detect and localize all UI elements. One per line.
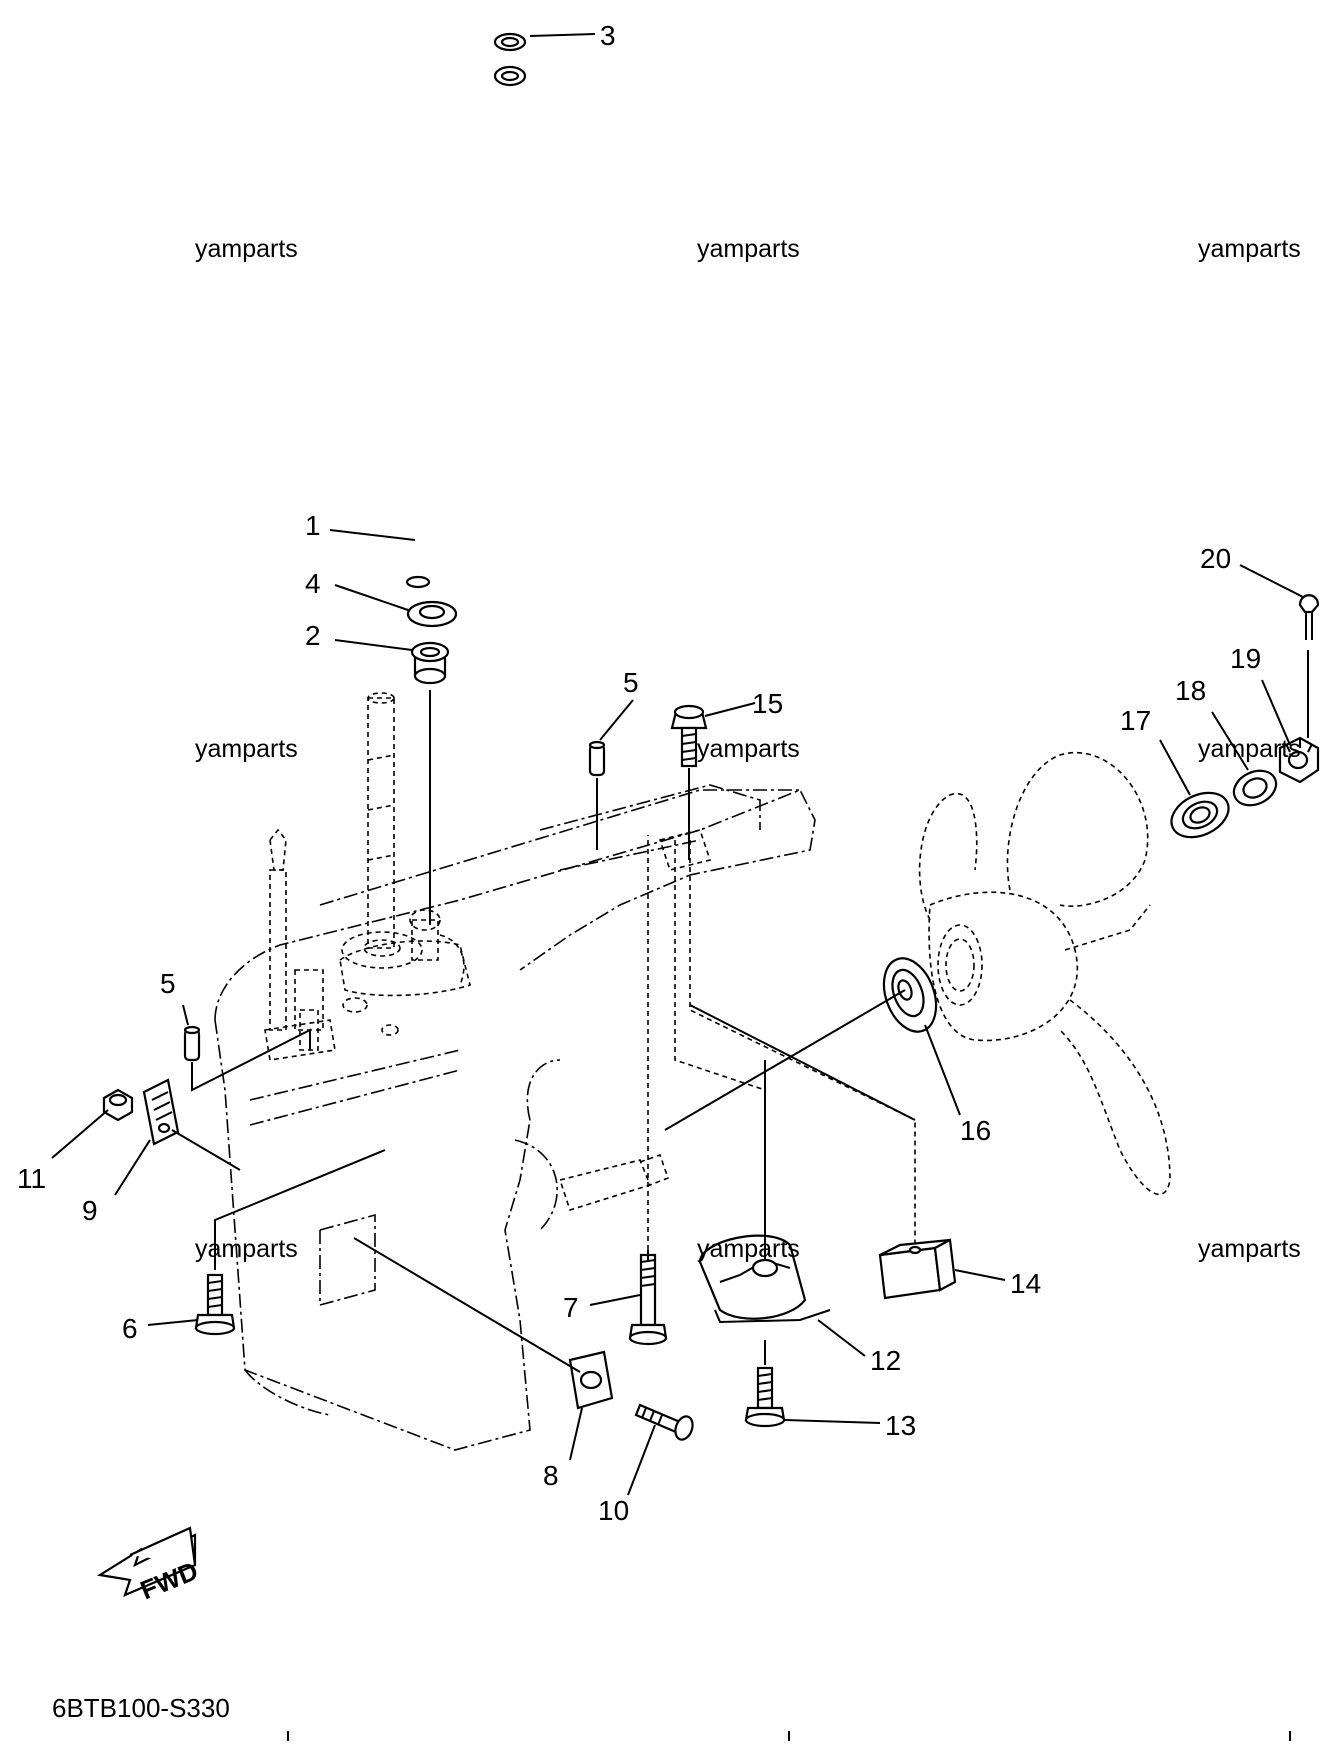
watermark: yamparts <box>697 235 800 263</box>
part-4-seal <box>406 600 458 628</box>
assembly-lines <box>171 650 1309 1373</box>
part-2-grommet <box>410 641 450 685</box>
callout-2: 2 <box>305 620 321 651</box>
callout-13: 13 <box>885 1410 916 1441</box>
page-ticks <box>287 1731 1291 1741</box>
part-3-grommet <box>493 32 527 52</box>
callout-5-lower: 5 <box>160 968 176 999</box>
part-7-bolt <box>628 1253 668 1346</box>
part-5-dowel-pin-upper <box>588 740 606 777</box>
part-14-anode-block <box>878 1238 957 1300</box>
callout-19: 19 <box>1230 643 1261 674</box>
water-pipe <box>405 65 527 589</box>
watermarks: yamparts yamparts yamparts yamparts yamp… <box>195 235 1301 1263</box>
part-18-washer <box>1232 769 1278 807</box>
watermark: yamparts <box>697 735 800 763</box>
part-15-bolt <box>670 704 708 768</box>
diagram-code: 6BTB100-S330 <box>52 1693 230 1723</box>
watermark: yamparts <box>1198 235 1301 263</box>
callout-12: 12 <box>870 1345 901 1376</box>
part-12-anode <box>698 1234 831 1324</box>
part-11-nut <box>102 1088 134 1122</box>
part-10-screw <box>634 1403 694 1441</box>
callout-8: 8 <box>543 1460 559 1491</box>
callout-1: 1 <box>305 510 321 541</box>
watermark: yamparts <box>697 1235 800 1263</box>
callout-6: 6 <box>122 1313 138 1344</box>
part-17-spacer <box>1170 791 1230 839</box>
propeller <box>918 752 1171 1196</box>
watermark: yamparts <box>1198 1235 1301 1263</box>
lower-unit-housing <box>214 784 816 1451</box>
watermark: yamparts <box>1198 735 1301 763</box>
part-5-dowel-pin-lower <box>183 1025 201 1062</box>
part-6-bolt <box>194 1273 236 1336</box>
watermark: yamparts <box>195 235 298 263</box>
part-20-cotter-pin <box>1298 594 1320 640</box>
forward-arrow-icon: FWD <box>96 1526 202 1605</box>
callout-15: 15 <box>752 688 783 719</box>
leader-lines <box>51 33 1304 1496</box>
part-9-plate <box>142 1078 180 1146</box>
callout-3: 3 <box>600 20 616 51</box>
drive-shaft <box>269 692 465 1051</box>
part-13-bolt <box>744 1366 786 1428</box>
callout-16: 16 <box>960 1115 991 1146</box>
watermark: yamparts <box>195 735 298 763</box>
callout-labels: 3 1 4 2 5 15 5 11 9 6 7 8 10 12 13 14 16… <box>17 20 1261 1526</box>
part-8-plate <box>568 1350 614 1410</box>
callout-9: 9 <box>82 1195 98 1226</box>
callout-7: 7 <box>563 1292 579 1323</box>
propeller-shaft <box>558 1153 670 1211</box>
callout-4: 4 <box>305 568 321 599</box>
part-16-thrust-washer <box>882 957 938 1033</box>
callout-18: 18 <box>1175 675 1206 706</box>
part-19-castle-nut <box>1278 736 1320 784</box>
watermark: yamparts <box>195 1235 298 1263</box>
callout-11: 11 <box>17 1163 46 1194</box>
callout-10: 10 <box>598 1495 629 1526</box>
callout-5-upper: 5 <box>623 667 639 698</box>
callout-20: 20 <box>1200 543 1231 574</box>
callout-17: 17 <box>1120 705 1151 736</box>
callout-14: 14 <box>1010 1268 1041 1299</box>
